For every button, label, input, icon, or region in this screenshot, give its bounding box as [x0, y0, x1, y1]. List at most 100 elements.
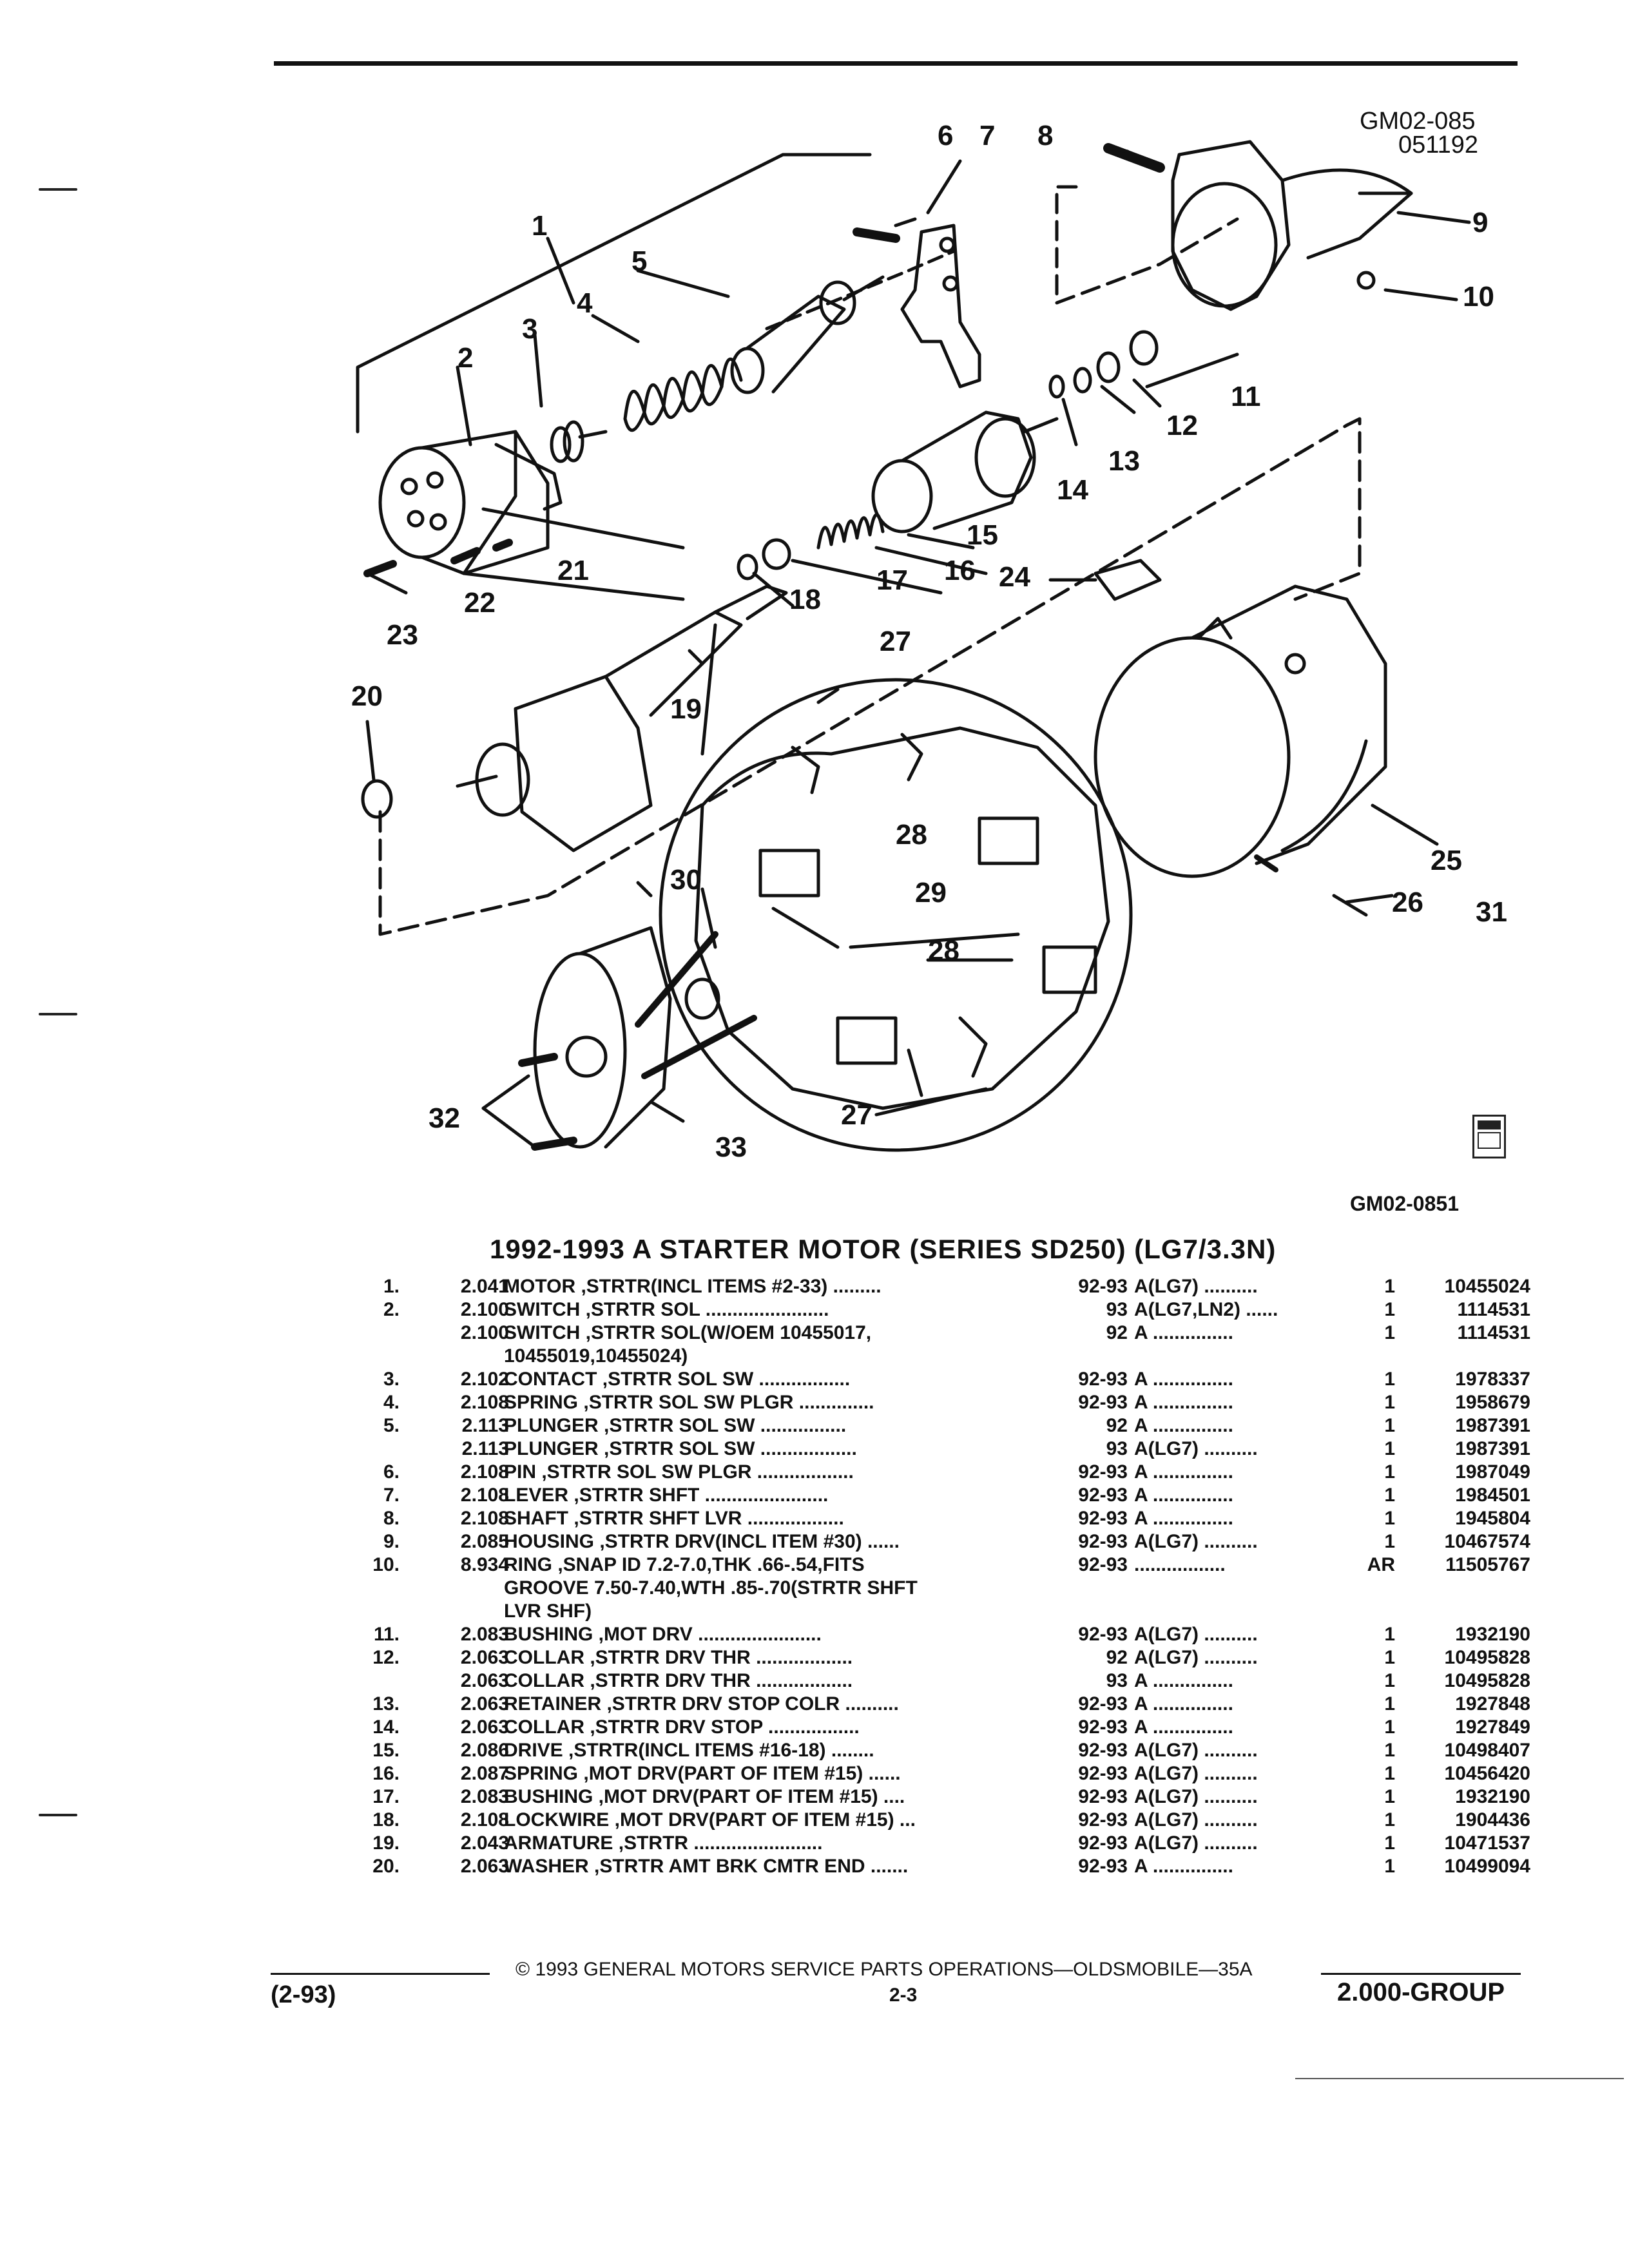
cell-item: 12. [372, 1647, 400, 1668]
callout-8: 8 [1037, 120, 1053, 151]
cell-item: 5. [383, 1415, 400, 1436]
cell-group: 2.108 [460, 1485, 509, 1506]
cell-qty: 1 [1384, 1786, 1395, 1807]
dash-guide [378, 423, 1349, 936]
callout-20: 20 [351, 680, 383, 712]
drawing-code: GM02-085 [1360, 108, 1476, 135]
drive-housing [1171, 140, 1413, 311]
cell-part: 1927848 [1455, 1693, 1530, 1715]
lever-shaft [1103, 143, 1165, 173]
cell-model: A(LG7) .......... [1134, 1809, 1258, 1831]
cell-desc: HOUSING ,STRTR DRV(INCL ITEM #30) ...... [504, 1531, 900, 1552]
cell-group: 2.063 [460, 1647, 509, 1668]
cell-desc: SPRING ,STRTR SOL SW PLGR .............. [504, 1392, 874, 1413]
cell-year: 92-93 [1078, 1786, 1128, 1807]
solenoid-contact [550, 420, 608, 463]
lockwire [737, 553, 758, 581]
cell-year: 92-93 [1078, 1508, 1128, 1529]
cell-desc: DRIVE ,STRTR(INCL ITEMS #16-18) ........ [504, 1740, 874, 1761]
copyright-notice: © 1993 GENERAL MOTORS SERVICE PARTS OPER… [516, 1959, 1253, 1980]
cell-group: 2.100 [460, 1299, 509, 1320]
cell-part: 1978337 [1455, 1369, 1530, 1390]
commutator-end-frame [533, 926, 757, 1149]
cell-desc: WASHER ,STRTR AMT BRK CMTR END ....... [504, 1856, 909, 1877]
screw [518, 1053, 558, 1067]
screw [363, 560, 397, 577]
cell-qty: 1 [1384, 1485, 1395, 1506]
cell-part: 10499094 [1444, 1856, 1530, 1877]
cell-model: A ............... [1134, 1693, 1233, 1715]
callout-26: 26 [1392, 887, 1423, 918]
cell-part: 10467574 [1444, 1531, 1530, 1552]
screw [450, 547, 481, 564]
cell-item: 13. [372, 1693, 400, 1715]
callout-17: 17 [876, 564, 908, 596]
cell-model: A ............... [1134, 1392, 1233, 1413]
cell-year: 92-93 [1078, 1832, 1128, 1854]
cell-qty: 1 [1384, 1369, 1395, 1390]
cell-group: 2.085 [460, 1531, 509, 1552]
cell-qty: 1 [1384, 1299, 1395, 1320]
callout-4: 4 [577, 287, 593, 319]
lever-pin [853, 227, 900, 243]
cell-qty: 1 [1384, 1276, 1395, 1297]
retainer [1073, 367, 1092, 394]
cell-qty: 1 [1384, 1392, 1395, 1413]
callout-28-top: 28 [896, 819, 927, 850]
callout-22: 22 [464, 587, 496, 619]
cell-part: 1958679 [1455, 1392, 1530, 1413]
cell-qty: 1 [1384, 1415, 1395, 1436]
cell-qty: 1 [1384, 1461, 1395, 1483]
callout-32: 32 [429, 1102, 460, 1134]
cell-desc: PLUNGER ,STRTR SOL SW ................ [504, 1415, 847, 1436]
cell-group: 2.063 [460, 1670, 509, 1691]
cell-desc: COLLAR ,STRTR DRV THR .................. [504, 1670, 853, 1691]
callout-2: 2 [458, 342, 473, 374]
cell-model: A ............... [1134, 1508, 1233, 1529]
cell-item: 3. [383, 1369, 400, 1390]
cell-desc: SWITCH ,STRTR SOL(W/OEM 10455017, [504, 1322, 872, 1343]
cell-desc: LEVER ,STRTR SHFT ......................… [504, 1485, 829, 1506]
cell-item: 15. [372, 1740, 400, 1761]
footer-rule-right [1321, 1973, 1521, 1975]
cell-desc: BUSHING ,MOT DRV(PART OF ITEM #15) .... [504, 1786, 905, 1807]
cell-desc: ARMATURE ,STRTR ........................ [504, 1832, 823, 1854]
cell-desc: MOTOR ,STRTR(INCL ITEMS #2-33) ......... [504, 1276, 882, 1297]
cell-part: 1114531 [1457, 1299, 1530, 1320]
cell-group: 2.041 [460, 1276, 509, 1297]
callout-16: 16 [944, 555, 976, 586]
cell-model: ................. [1134, 1554, 1226, 1575]
collar [1096, 351, 1121, 383]
callout-27-bottom: 27 [841, 1099, 872, 1131]
cell-model: A ............... [1134, 1716, 1233, 1738]
callout-5: 5 [631, 245, 647, 277]
cell-group: 2.108 [460, 1461, 509, 1483]
cell-year: 93 [1106, 1299, 1128, 1320]
cell-year: 92-93 [1078, 1461, 1128, 1483]
cell-group: 2.108 [460, 1508, 509, 1529]
callout-33: 33 [715, 1131, 747, 1163]
cell-qty: 1 [1384, 1856, 1395, 1877]
cell-desc: COLLAR ,STRTR DRV THR .................. [504, 1647, 853, 1668]
callout-27-top: 27 [880, 626, 911, 657]
cell-item: 10. [372, 1554, 400, 1575]
bushing [1129, 330, 1159, 366]
callout-3: 3 [522, 313, 537, 345]
cell-desc: CONTACT ,STRTR SOL SW ................. [504, 1369, 851, 1390]
insulator-pad [1094, 559, 1162, 601]
footer-rule-left [271, 1973, 490, 1975]
cell-desc: 10455019,10455024) [504, 1345, 688, 1367]
cell-year: 93 [1106, 1438, 1128, 1459]
cell-model: A(LG7) .......... [1134, 1763, 1258, 1784]
screw [492, 539, 513, 552]
cell-model: A ............... [1134, 1485, 1233, 1506]
